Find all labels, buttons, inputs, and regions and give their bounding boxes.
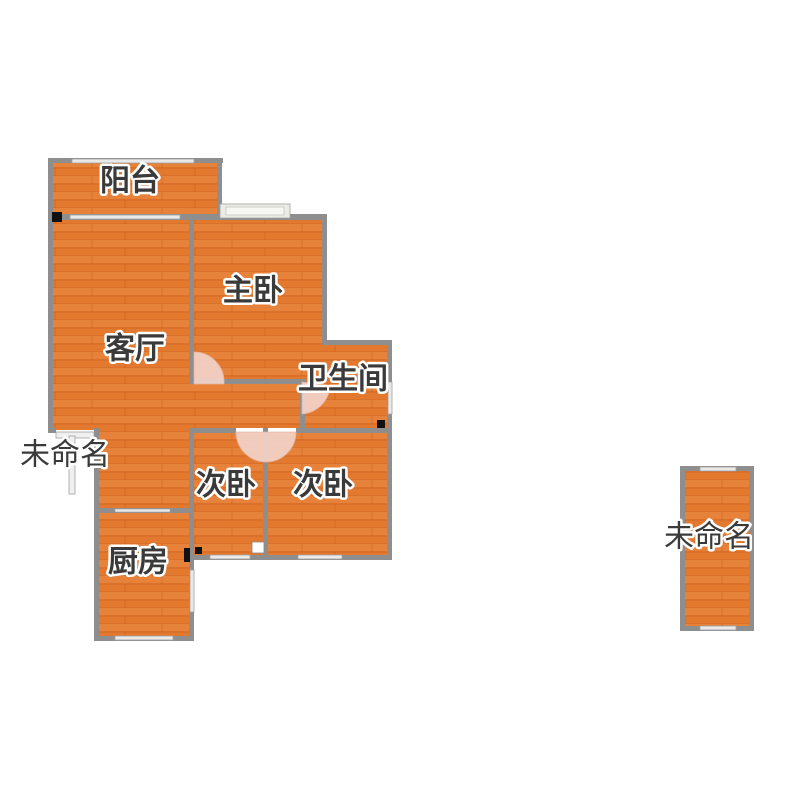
window xyxy=(699,466,737,472)
wall xyxy=(263,428,268,558)
floors xyxy=(52,163,750,637)
master-bedroom-floor xyxy=(194,220,323,382)
room-label-kitchen: 厨房 xyxy=(108,545,168,580)
wall xyxy=(322,214,327,344)
wall xyxy=(48,428,56,433)
room-label-bathroom: 卫生间 xyxy=(298,362,388,397)
window xyxy=(68,435,76,495)
wall xyxy=(189,428,194,641)
room-label-balcony: 阳台 xyxy=(100,164,160,199)
room-label-unnamed-right: 未命名 xyxy=(664,520,754,555)
door-swings xyxy=(193,351,331,463)
wall xyxy=(94,428,99,641)
room-label-unnamed-left: 未命名 xyxy=(20,438,110,473)
door-swing xyxy=(193,351,225,385)
door-swing xyxy=(301,381,331,415)
wall xyxy=(189,428,236,433)
living-lower-floor xyxy=(98,428,192,510)
columns xyxy=(52,212,385,562)
column xyxy=(184,548,190,562)
window xyxy=(387,381,393,415)
windows xyxy=(55,158,737,641)
door-swing xyxy=(235,431,297,463)
balcony-floor xyxy=(52,163,219,217)
wall xyxy=(296,428,392,433)
wall xyxy=(749,466,754,631)
window xyxy=(225,206,285,216)
column xyxy=(195,547,202,554)
wall xyxy=(48,158,53,431)
wall xyxy=(322,340,392,345)
wall xyxy=(217,158,222,217)
unnamed-right-floor xyxy=(684,470,750,627)
wall xyxy=(387,340,392,560)
fixture-icon xyxy=(251,541,265,554)
window xyxy=(69,214,181,220)
window xyxy=(71,158,195,164)
wall xyxy=(189,220,194,382)
wall xyxy=(189,379,304,384)
room-label-master-bedroom: 主卧 xyxy=(223,274,283,309)
wall xyxy=(680,466,685,631)
room-labels: 阳台 客厅 主卧 卫生间 次卧 次卧 厨房 未命名 未命名 xyxy=(18,161,757,582)
kitchen-floor xyxy=(98,512,192,637)
window xyxy=(189,569,195,613)
bedroom-b-floor xyxy=(268,432,389,557)
column xyxy=(377,420,385,428)
window xyxy=(297,554,343,560)
window xyxy=(114,635,174,641)
window xyxy=(699,625,737,631)
wall xyxy=(189,555,392,560)
room-label-second-bedroom-b: 次卧 xyxy=(293,468,353,503)
corridor-floor xyxy=(98,383,303,428)
window xyxy=(114,508,171,513)
window xyxy=(209,554,251,560)
room-label-second-bedroom-a: 次卧 xyxy=(196,468,256,503)
column xyxy=(52,212,62,222)
room-label-living-room: 客厅 xyxy=(105,332,165,367)
